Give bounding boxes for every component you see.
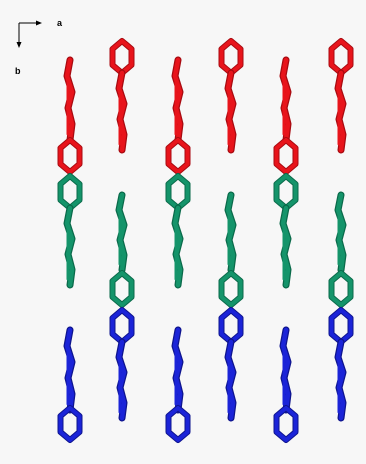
red-layer — [57, 38, 354, 175]
phenyl-ring — [58, 138, 82, 174]
molecule-layers — [57, 38, 354, 443]
green-layer — [57, 173, 354, 308]
phenyl-ring — [274, 406, 298, 442]
phenyl-ring — [219, 271, 243, 307]
phenyl-ring — [110, 271, 134, 307]
phenyl-ring — [329, 271, 353, 307]
phenyl-ring — [58, 406, 82, 442]
phenyl-ring — [166, 138, 190, 174]
phenyl-ring — [274, 138, 298, 174]
b-axis-arrowhead — [16, 42, 22, 48]
phenyl-ring — [166, 406, 190, 442]
a-axis-label: a — [57, 18, 63, 28]
blue-layer — [57, 307, 354, 443]
b-axis-label: b — [15, 66, 21, 76]
axis-indicator: a b — [15, 18, 63, 76]
a-axis-arrowhead — [36, 20, 42, 26]
